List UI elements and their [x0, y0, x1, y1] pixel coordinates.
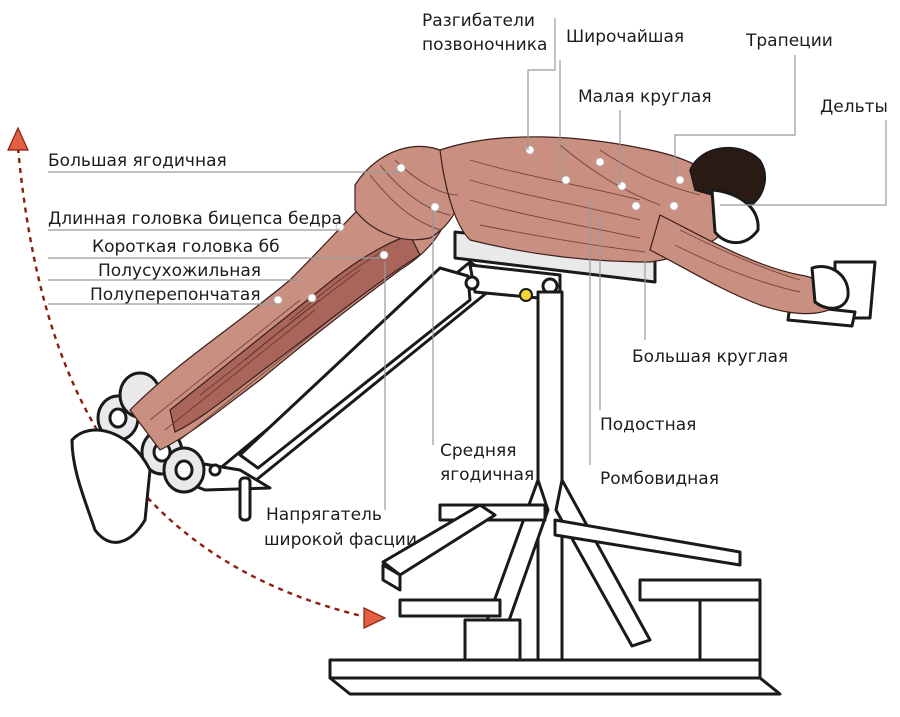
pivot-bolt-left-icon	[464, 275, 480, 291]
label-glute-med-2: ягодичная	[440, 465, 534, 485]
base-bar	[328, 658, 762, 680]
shoes	[70, 428, 152, 544]
pin-icon	[208, 463, 222, 477]
adjust-knob-icon	[519, 288, 533, 302]
label-biceps-short: Короткая головка бб	[92, 237, 280, 257]
label-lats: Широчайшая	[566, 27, 684, 47]
upper-right-arm	[553, 518, 742, 567]
label-teres-major: Большая круглая	[632, 347, 788, 367]
motion-arrow-top-icon	[7, 126, 29, 151]
upper-left-foot	[381, 563, 402, 592]
label-biceps-long: Длинная головка бицепса бедра	[48, 209, 342, 229]
label-tfl-2: широкой фасции	[264, 530, 417, 550]
foot-pin	[238, 476, 252, 522]
leader-lines	[48, 18, 887, 510]
label-semimembranosus: Полуперепончатая	[90, 285, 261, 305]
roller-hub-3	[174, 459, 194, 481]
roller-hub-1	[108, 407, 128, 429]
label-glute-max: Большая ягодичная	[48, 151, 227, 171]
motion-arc	[7, 126, 387, 629]
anchor-dots	[273, 145, 685, 305]
lower-rung	[398, 598, 502, 618]
right-brace	[554, 478, 652, 648]
face	[710, 188, 760, 245]
motion-arrow-right-icon	[363, 607, 387, 629]
right-foot	[698, 598, 762, 662]
vertical-post	[536, 290, 564, 674]
label-erector-2: позвоночника	[422, 35, 547, 55]
right-foot-rung	[638, 578, 762, 602]
label-rhomboid: Ромбовидная	[600, 469, 719, 489]
athlete-figure	[70, 136, 850, 544]
label-semitendinosus: Полусухожильная	[98, 261, 261, 281]
label-teres-minor: Малая круглая	[578, 87, 712, 107]
muscle-labels: Большая ягодичная Длинная головка бицепс…	[48, 11, 888, 550]
label-deltoids: Дельты	[820, 97, 888, 117]
hamstrings	[169, 234, 421, 433]
label-infraspinatus: Подостная	[600, 415, 696, 435]
diagonal-rail	[238, 266, 472, 470]
label-erector-1: Разгибатели	[422, 11, 535, 31]
base-bar-depth	[328, 676, 782, 696]
muscle-fibres	[149, 144, 801, 441]
label-tfl-1: Напрягатель	[266, 505, 382, 525]
motion-arc-path	[16, 147, 371, 620]
label-trapezius: Трапеции	[745, 31, 833, 51]
hand	[810, 265, 850, 310]
left-foot	[463, 618, 522, 662]
label-glute-med-1: Средняя	[440, 441, 516, 461]
